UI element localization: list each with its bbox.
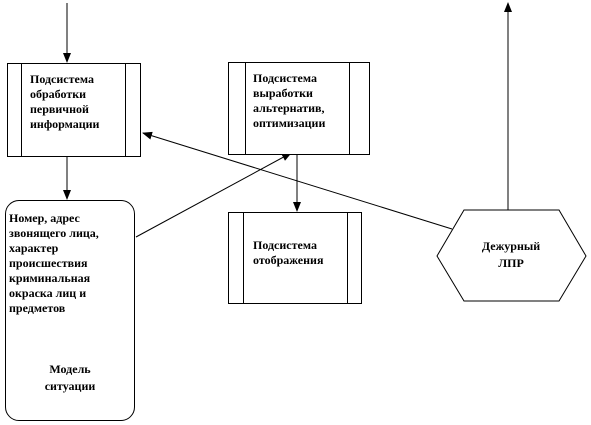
decision-maker-to-processing-arrow — [142, 131, 453, 230]
primary-processing-label: Подсистема обработки первичной информаци… — [30, 72, 100, 131]
situation-model-caption: Модель ситуации — [44, 362, 96, 393]
right-bar — [347, 213, 348, 303]
display-subsystem: Подсистема отображения — [228, 212, 362, 304]
decision-maker-hexagon — [436, 209, 587, 302]
right-bar — [125, 64, 126, 156]
alternatives-label: Подсистема выработки альтернатив, оптими… — [253, 71, 326, 130]
alternatives-subsystem: Подсистема выработки альтернатив, оптими… — [228, 62, 370, 155]
left-bar — [245, 63, 246, 154]
situation-details-text: Номер, адрес звонящего лица, характер пр… — [9, 211, 99, 315]
situation-model-box: Номер, адрес звонящего лица, характер пр… — [5, 200, 135, 421]
primary-processing-subsystem: Подсистема обработки первичной информаци… — [7, 63, 141, 157]
decision-maker-label: Дежурный ЛПР — [481, 239, 541, 270]
model-to-alternatives-arrow — [135, 152, 292, 238]
display-label: Подсистема отображения — [253, 238, 324, 267]
right-bar — [349, 63, 350, 154]
left-bar — [243, 213, 244, 303]
left-bar — [21, 64, 22, 156]
